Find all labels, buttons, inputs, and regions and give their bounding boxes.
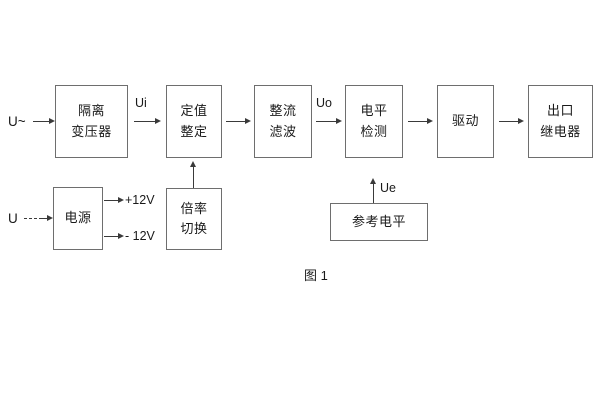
arrow-uo [336,117,342,124]
block-line: 滤波 [269,123,297,139]
arrow-rail-positive [118,196,124,203]
connector-input-dc-dashed [24,218,42,219]
block-line: 整流 [269,103,297,119]
block-level-detection: 电平 检测 [345,85,403,158]
connector-rail-negative [104,236,121,237]
signal-uo-label: Uo [316,96,332,110]
block-line: 参考电平 [351,213,406,229]
block-setting-value: 定值 整定 [166,85,222,158]
input-ac-label: U~ [8,114,26,129]
arrow-input-ac [49,117,55,124]
figure-caption: 图 1 [304,268,328,283]
block-output-relay: 出口 继电器 [528,85,593,158]
block-line: 变压器 [71,123,112,139]
block-line: 电平 [360,103,388,119]
signal-ui-label: Ui [135,96,147,110]
connector-multiplier-to-setting [193,166,194,188]
arrow-reference-to-level [369,178,376,184]
connector-input-ac-line [33,121,53,122]
rail-positive-label: +12V [125,193,155,207]
connector-uo-line [316,121,339,122]
block-line: 倍率 [180,200,208,216]
block-line: 出口 [546,103,574,119]
block-power-supply: 电源 [53,187,103,250]
connector-level-to-drive [408,121,429,122]
block-line: 切换 [180,221,208,236]
connector-reference-to-level [373,183,374,203]
arrow-rail-negative [118,232,124,239]
block-line: 电源 [64,210,92,226]
block-line: 继电器 [540,123,581,139]
connector-ui-line [134,121,158,122]
rail-negative-label: - 12V [125,229,155,243]
block-multiplier-switch: 倍率 切换 [166,188,222,250]
arrow-level-to-drive [427,117,433,124]
input-dc-label: U [8,211,18,226]
block-drive: 驱动 [437,85,494,158]
block-line: 驱动 [451,113,479,129]
block-line: 隔离 [77,103,105,119]
connector-rail-positive [104,200,121,201]
block-line: 定值 [180,103,208,119]
arrow-input-dc [47,214,53,221]
signal-ue-label: Ue [380,181,396,195]
block-reference-level: 参考电平 [330,203,428,241]
connector-setting-to-rectify [226,121,248,122]
arrow-setting-to-rectify [245,117,251,124]
block-isolation-transformer: 隔离 变压器 [55,85,128,158]
arrow-ui [155,117,161,124]
connector-input-dc-line [42,218,49,219]
block-line: 检测 [360,123,388,139]
block-rectify-filter: 整流 滤波 [254,85,312,158]
block-line: 整定 [180,123,208,139]
arrow-drive-to-relay [518,117,524,124]
connector-drive-to-relay [499,121,520,122]
arrow-multiplier-to-setting [189,161,196,167]
